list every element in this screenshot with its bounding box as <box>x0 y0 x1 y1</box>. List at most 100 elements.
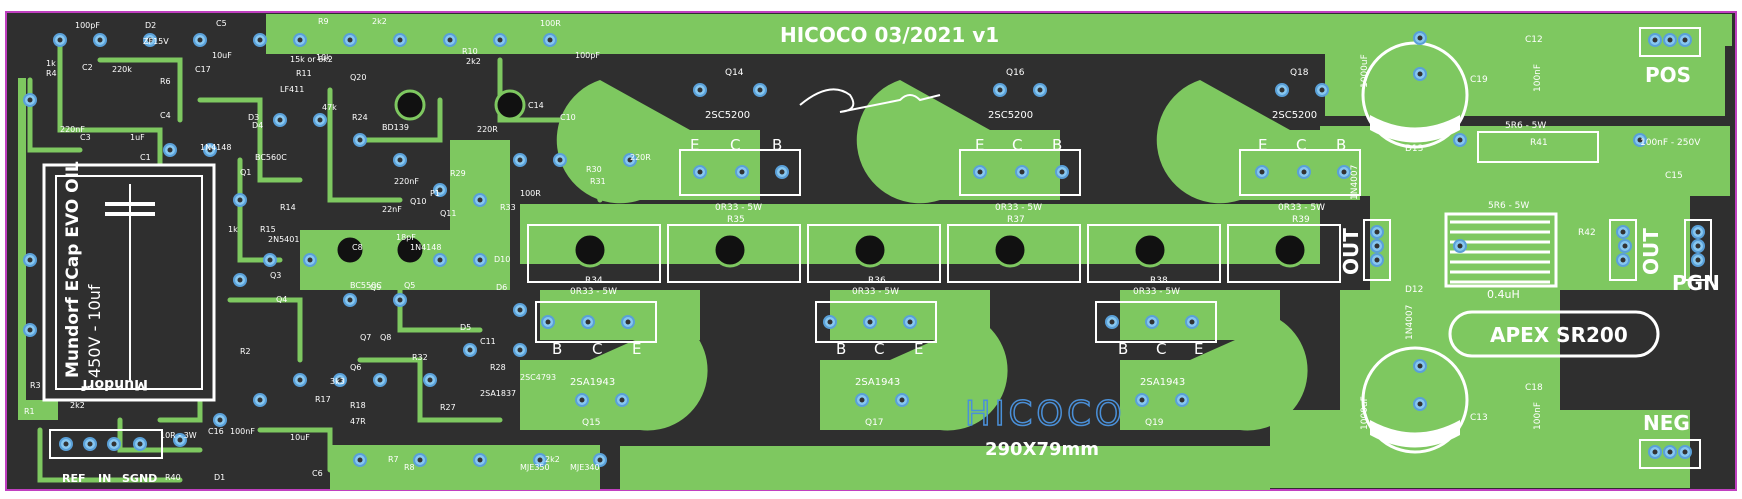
pad-hole <box>357 137 363 143</box>
transistor-hole <box>394 234 426 266</box>
pad-hole <box>257 37 263 43</box>
component-label: R29 <box>450 169 466 178</box>
component-label: BD139 <box>382 123 409 132</box>
pad-hole <box>997 87 1003 93</box>
pgn-label: PGN <box>1672 271 1720 295</box>
pad-hole <box>1374 243 1380 249</box>
pad-hole <box>1417 71 1423 77</box>
out-label-right: OUT <box>1639 228 1663 275</box>
q18-ref: Q18 <box>1290 68 1309 78</box>
component-label: 220R <box>630 153 651 162</box>
pad-hole <box>237 197 243 203</box>
pad-hole <box>447 37 453 43</box>
pad-hole <box>1622 243 1628 249</box>
pad-hole <box>1695 229 1701 235</box>
input-connector <box>49 429 163 459</box>
c18-value: 100nF <box>1533 402 1543 430</box>
pad-hole <box>517 157 523 163</box>
component-label: MJE350 <box>520 463 550 472</box>
component-label: C16 <box>208 427 224 436</box>
q19-ref: Q19 <box>1145 418 1164 428</box>
neg-connector <box>1639 439 1701 469</box>
pad-hole <box>27 257 33 263</box>
component-label: Q9 <box>370 283 381 292</box>
mundorf-brand: Mundorf <box>81 376 148 392</box>
component-label: Q8 <box>380 333 391 342</box>
pin-e: E <box>632 340 641 358</box>
pad-hole <box>217 417 223 423</box>
pad-hole <box>1695 257 1701 263</box>
apex-outline <box>1448 310 1660 358</box>
pad-hole <box>1682 37 1688 43</box>
pad-hole <box>1037 87 1043 93</box>
pad-hole <box>517 347 523 353</box>
pin-b: B <box>772 136 782 154</box>
component-label: D2 <box>145 21 156 30</box>
pad-hole <box>237 277 243 283</box>
pad-hole <box>1637 137 1643 143</box>
pad-hole <box>357 457 363 463</box>
component-label: 1N4148 <box>410 243 441 252</box>
component-label: D5 <box>460 323 471 332</box>
pin-c: C <box>1296 136 1306 154</box>
pad-hole <box>585 319 591 325</box>
component-label: 2SA1837 <box>480 389 516 398</box>
d12-part: 1N4007 <box>1405 305 1415 340</box>
c13-value: 1000uF <box>1360 396 1370 430</box>
component-label: LF411 <box>280 85 304 94</box>
pad-hole <box>1139 397 1145 403</box>
component-label: 1k <box>228 225 238 234</box>
component-label: 100pF <box>575 51 600 60</box>
pad-hole <box>1417 363 1423 369</box>
r36-value: 0R33 - 5W <box>852 287 899 297</box>
component-label: R8 <box>404 463 415 472</box>
pad-hole <box>545 319 551 325</box>
component-label: C11 <box>480 337 496 346</box>
q17-part: 2SA1943 <box>855 377 900 388</box>
pad-hole <box>63 441 69 447</box>
pad-hole <box>27 97 33 103</box>
q19-part: 2SA1943 <box>1140 377 1185 388</box>
pad-hole <box>477 457 483 463</box>
component-label: D4 <box>252 121 263 130</box>
component-label: 47R <box>350 417 366 426</box>
out-connector-left <box>1363 219 1391 281</box>
q18-part: 2SC5200 <box>1272 110 1317 121</box>
component-label: R4 <box>46 69 57 78</box>
r39-ref: R39 <box>1292 215 1310 225</box>
out-connector-right <box>1609 219 1637 281</box>
component-label: 3k3 <box>330 377 345 386</box>
transistor-hole <box>992 232 1028 268</box>
component-label: Q3 <box>270 271 281 280</box>
input-pin-sgnd: SGND <box>122 472 157 485</box>
component-label: R11 <box>296 69 312 78</box>
pads <box>23 31 1705 467</box>
pad-hole <box>1652 37 1658 43</box>
logo-text: HICOCO <box>965 394 1126 434</box>
pad-hole <box>397 37 403 43</box>
r42-value: 5R6 - 5W <box>1488 201 1529 211</box>
r42-ref: R42 <box>1578 228 1596 238</box>
component-label: 22nF <box>382 205 402 214</box>
component-label: ZF15V <box>143 37 169 46</box>
pad-hole <box>1417 401 1423 407</box>
pad-hole <box>1457 243 1463 249</box>
component-label: R6 <box>160 77 171 86</box>
pin-c: C <box>1156 340 1166 358</box>
pad-hole <box>1279 87 1285 93</box>
signature <box>799 88 941 113</box>
pad-hole <box>1149 319 1155 325</box>
pad-hole <box>197 37 203 43</box>
pin-c: C <box>730 136 740 154</box>
component-label: Q6 <box>350 363 361 372</box>
pin-e: E <box>975 136 984 154</box>
pin-c: C <box>874 340 884 358</box>
component-label: 1k <box>46 59 56 68</box>
component-label: C8 <box>352 243 363 252</box>
pad-hole <box>167 147 173 153</box>
pad-hole <box>779 169 785 175</box>
component-label: Q4 <box>276 295 287 304</box>
pad-hole <box>1652 449 1658 455</box>
component-label: R24 <box>352 113 368 122</box>
component-label: C14 <box>528 101 544 110</box>
